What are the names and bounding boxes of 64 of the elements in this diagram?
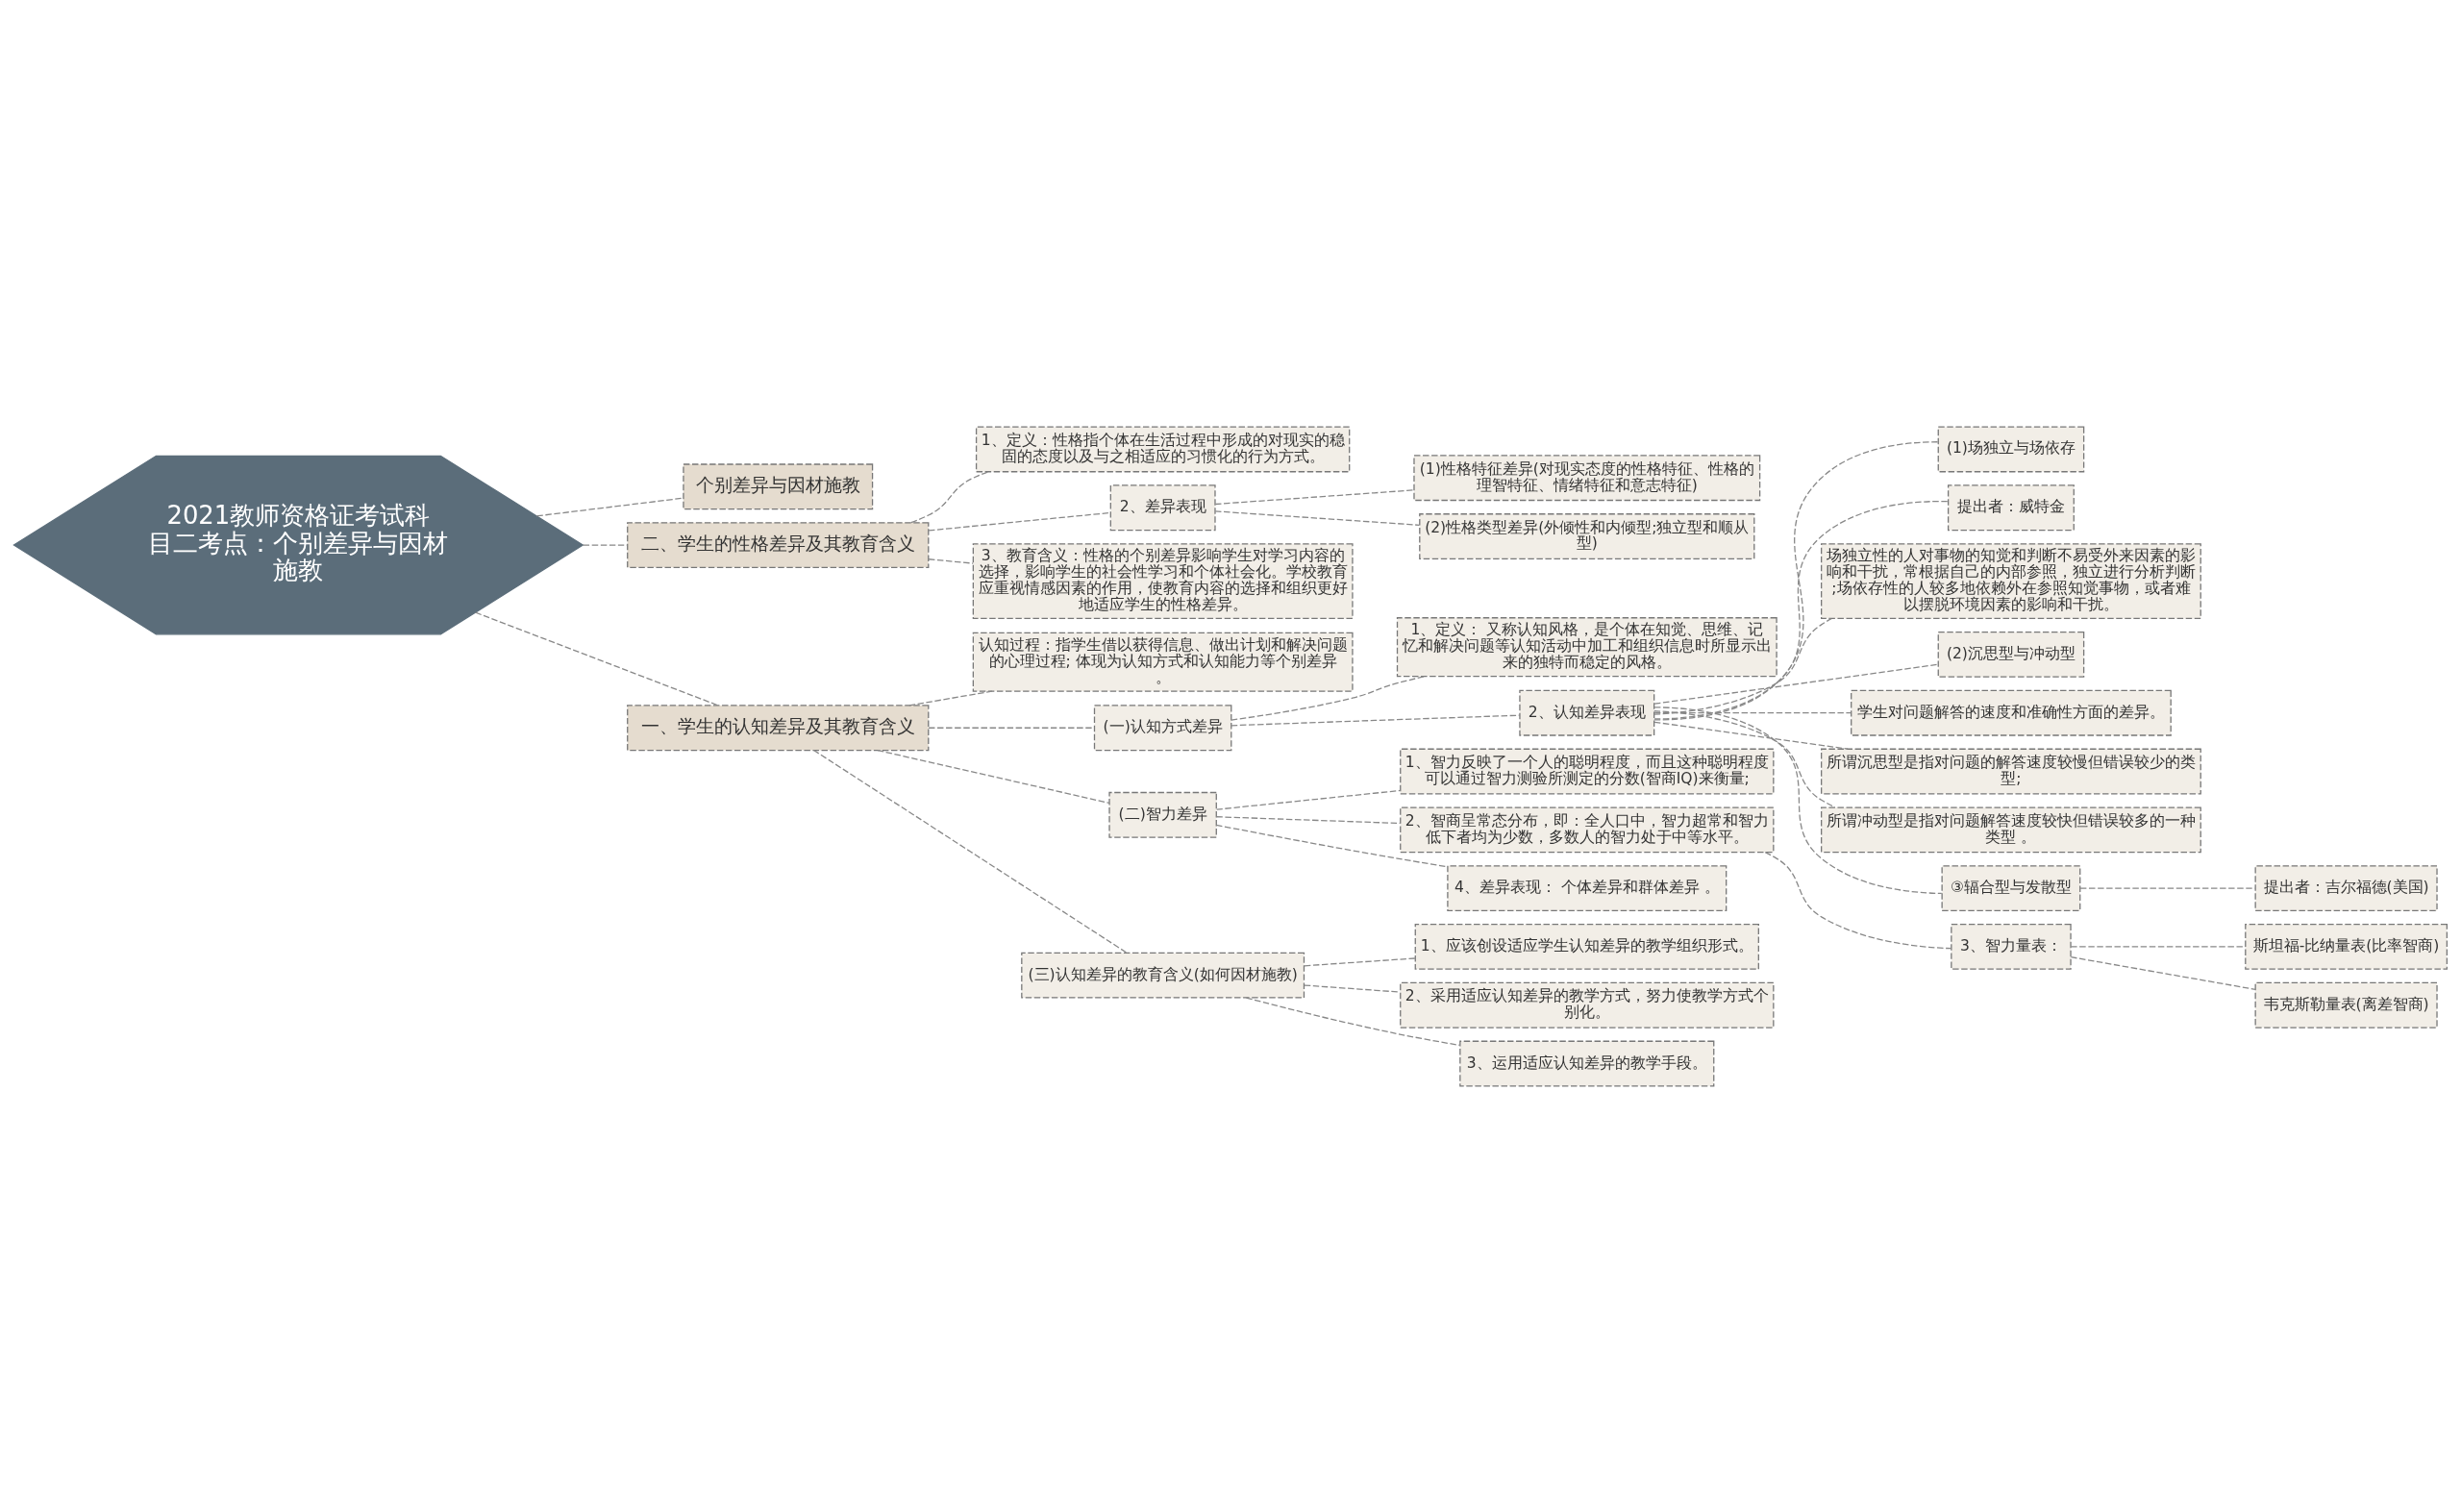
- connector: [1215, 824, 1449, 867]
- connector: [1653, 709, 1836, 807]
- node-box: 提出者：吉尔福德(美国): [2254, 864, 2438, 911]
- node-box: 所谓冲动型是指对问题解答速度较快但错误较多的一种类型 。: [1821, 806, 2201, 853]
- connector: [1653, 440, 1939, 721]
- connector: [582, 543, 628, 546]
- node-box: (二)智力差异: [1108, 791, 1217, 838]
- node-box: 二、学生的性格差异及其教育含义: [627, 521, 930, 568]
- connector: [2070, 945, 2247, 948]
- connector: [1214, 509, 1421, 526]
- connector: [2070, 955, 2256, 990]
- connector: [1653, 706, 1943, 894]
- node-box: 3、运用适应认知差异的教学手段。: [1459, 1040, 1715, 1086]
- connector: [910, 470, 989, 523]
- connector: [1304, 956, 1416, 966]
- node-box: 1、定义：性格指个体在生活过程中形成的对现实的稳固的态度以及与之相适应的习惯化的行为方式。: [975, 426, 1351, 472]
- connector: [1215, 789, 1402, 810]
- node-box: 3、教育含义：性格的个别差异影响学生对学习内容的选择，影响学生的社会性学习和个体社会化。学校教育应重视情感因素的作用，使教育内容的选择和组织更好地适应学生的性格差异。: [972, 542, 1354, 619]
- node-box: 3、智力量表：: [1951, 923, 2072, 970]
- node-box: (2)沉思型与冲动型: [1937, 631, 2085, 678]
- node-box: 1、智力反映了一个人的聪明程度，而且这种聪明程度可以通过智力测验所测定的分数(智商IQ)来衡量;: [1400, 748, 1775, 794]
- node-box: 提出者：威特金: [1947, 483, 2075, 531]
- connector: [1214, 488, 1415, 505]
- node-box: 2、差异表现: [1109, 483, 1216, 531]
- connector: [928, 558, 974, 564]
- connector: [1215, 815, 1402, 824]
- connector: [1653, 663, 1939, 705]
- node-box: 2、认知差异表现: [1519, 689, 1655, 736]
- node-box: 斯坦福-比纳量表(比率智商): [2245, 923, 2448, 970]
- node-box: (1)场独立与场依存: [1937, 426, 2085, 472]
- node-box: 韦克斯勒量表(离差智商): [2254, 981, 2438, 1029]
- node-box: 一、学生的认知差异及其教育含义: [627, 704, 930, 751]
- connector: [928, 511, 1111, 532]
- connector: [1653, 617, 1832, 715]
- node-box: 1、应该创设适应学生认知差异的教学组织形式。: [1414, 923, 1759, 970]
- node-box: 2、智商呈常态分布，即：全人口中，智力超常和智力低下者均为少数，多数人的智力处于中等水平。: [1400, 806, 1775, 853]
- connector: [1764, 851, 1952, 949]
- node-box: 所谓沉思型是指对问题的解答速度较慢但错误较少的类型;: [1821, 748, 2201, 794]
- connector: [928, 727, 1095, 729]
- connector: [1304, 983, 1402, 993]
- node-box: 1、定义： 又称认知风格，是个体在知觉、思维、记忆和解决问题等认知活动中加工和组织信息时所显示出来的独特而稳定的风格。: [1396, 616, 1777, 677]
- connector: [2079, 887, 2256, 889]
- node-box: 学生对问题解答的速度和准确性方面的差异。: [1851, 689, 2172, 736]
- connector: [1653, 711, 1852, 713]
- node-box: (三)认知差异的教育含义(如何因材施教): [1021, 952, 1305, 999]
- node-box: (2)性格类型差异(外倾性和内倾型;独立型和顺从型): [1419, 512, 1755, 559]
- node-box: (一)认知方式差异: [1093, 704, 1232, 751]
- connector: [1653, 500, 1950, 720]
- node-box: ③辐合型与发散型: [1941, 864, 2081, 911]
- node-box: 场独立性的人对事物的知觉和判断不易受外来因素的影响和干扰，常根据自己的内部参照，独立进行分析判断;场依存性的人较多地依赖外在参照知觉事物，或者难以摆脱环境因素的影响和干扰。: [1821, 542, 2201, 619]
- node-box: 4、差异表现： 个体差异和群体差异 。: [1447, 864, 1728, 911]
- connector: [908, 689, 993, 706]
- connector: [1230, 675, 1426, 721]
- node-box: 个别差异与因材施教: [683, 462, 874, 509]
- connector: [1245, 996, 1461, 1046]
- connector: [812, 749, 1128, 954]
- connector: [1230, 714, 1521, 726]
- node-box: 认知过程：指学生借以获得信息、做出计划和解决问题的心理过程; 体现为认知方式和认知能力等个别差异。: [972, 632, 1354, 692]
- connector: [535, 497, 684, 516]
- node-box: 2、采用适应认知差异的教学方式，努力使教学方式个别化。: [1400, 981, 1775, 1029]
- connector: [877, 749, 1110, 804]
- connector: [475, 611, 719, 706]
- node-box: (1)性格特征差异(对现实态度的性格特征、性格的理智特征、情绪特征和意志特征): [1413, 454, 1761, 501]
- connector: [1653, 721, 1849, 750]
